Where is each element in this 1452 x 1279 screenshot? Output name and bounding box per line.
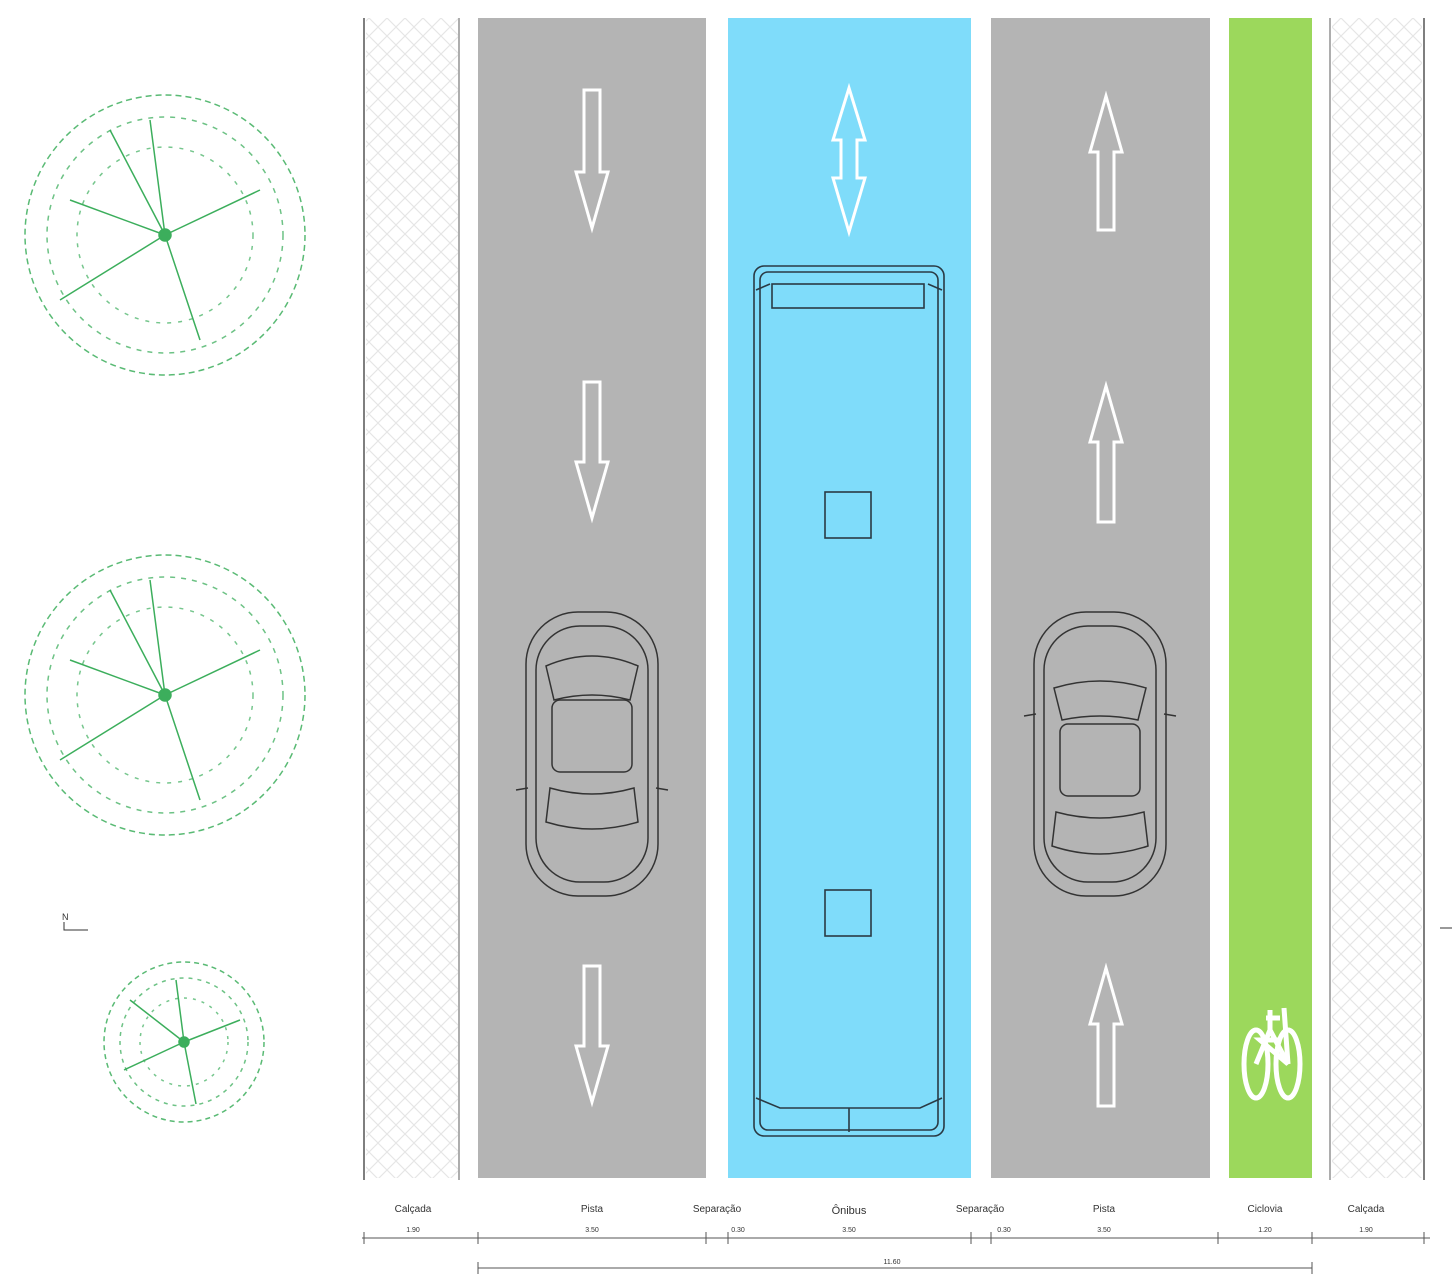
bus-icon [753,265,945,1137]
bicycle-icon [1241,1007,1303,1101]
dimension-ticks [363,1232,1425,1244]
sidewalk-left [366,18,458,1178]
arrow-down-icon [574,964,610,1108]
strip-width-2: 3.50 [585,1227,599,1234]
arrow-up-icon [1088,90,1124,232]
north-label: N [62,912,69,922]
arrow-up-icon [1088,380,1124,524]
strip-width-1: 1.90 [406,1227,420,1234]
arrow-down-icon [574,88,610,234]
strip-label-6: Pista [1093,1204,1116,1215]
bus-lane [728,18,971,1178]
arrow-double-icon [830,82,868,238]
strip-label-2: Pista [581,1204,604,1215]
strip-width-5: 0.30 [997,1227,1011,1234]
strip-width-8: 1.90 [1359,1227,1373,1234]
bike-lane [1229,18,1312,1178]
strip-label-4: Ônibus [832,1204,867,1217]
strip-width-7: 1.20 [1258,1227,1272,1234]
strip-width-4: 3.50 [842,1227,856,1234]
strip-label-7: Ciclovia [1247,1204,1282,1215]
sidewalk-right [1332,18,1422,1178]
strip-label-3: Separação [693,1204,742,1215]
arrow-down-icon [574,380,610,524]
strip-label-5: Separação [956,1204,1005,1215]
strip-label-8: Calçada [1348,1204,1385,1215]
dimension-line-total [477,1262,1313,1274]
tree-icon [24,554,306,836]
road-lane-left [478,18,706,1178]
strip-width-3: 0.30 [731,1227,745,1234]
tree-icon [24,94,306,376]
tree-icon [103,961,265,1123]
strip-width-6: 3.50 [1097,1227,1111,1234]
north-arrow-icon: N [62,912,88,931]
road-lane-right [991,18,1210,1178]
car-icon [1023,611,1177,897]
total-width-label: 11.60 [884,1259,901,1266]
section-labels: Calçada 1.90 Pista 3.50 Separação 0.30 Ô… [395,1204,1385,1266]
arrow-up-icon [1088,962,1124,1108]
car-icon [515,611,669,897]
strip-label-1: Calçada [395,1204,432,1215]
